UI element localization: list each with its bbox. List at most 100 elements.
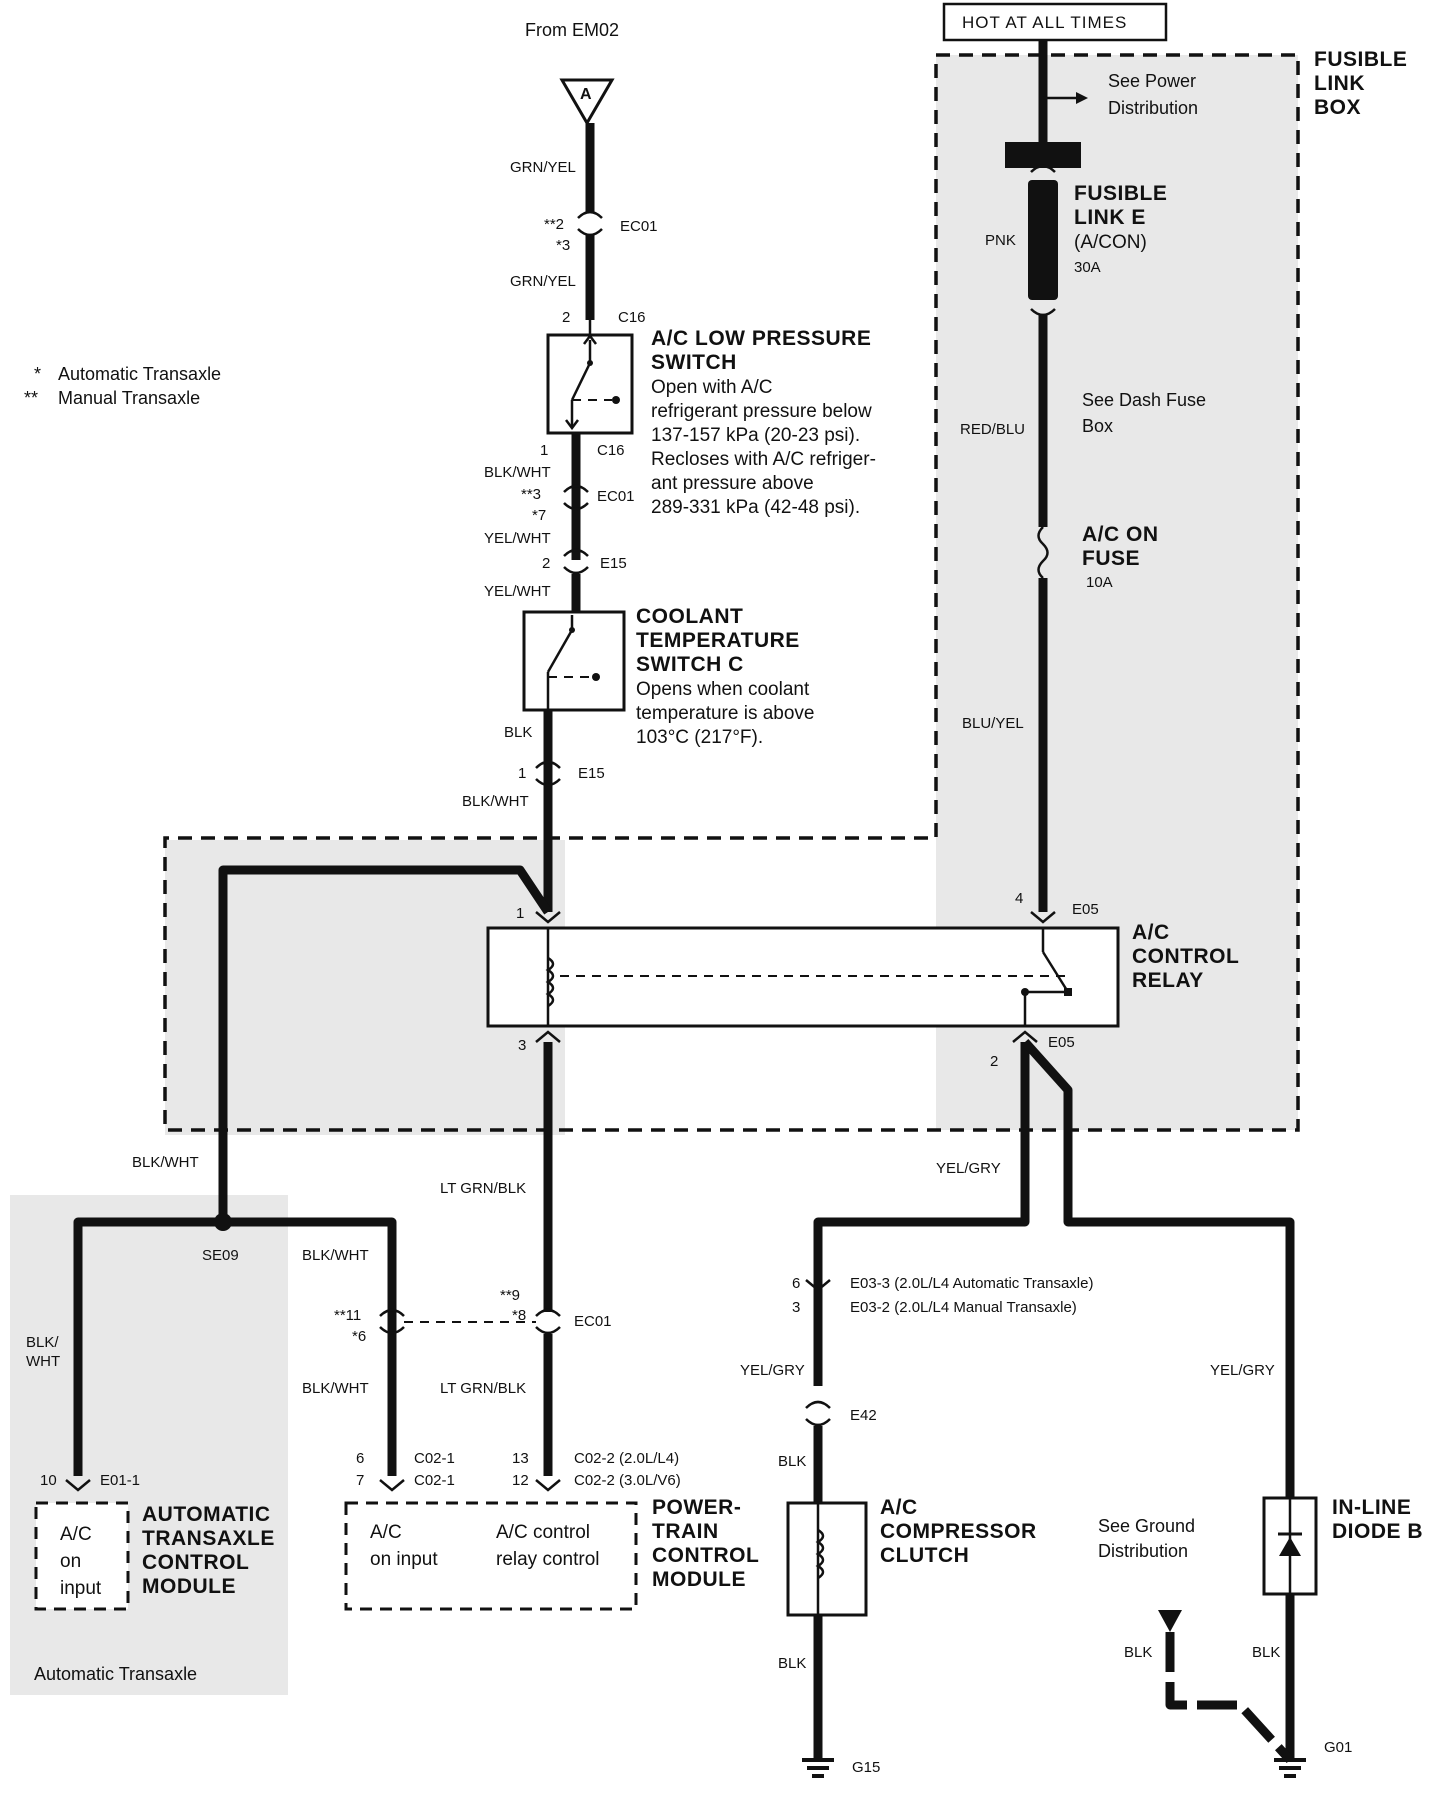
ground-g15-symbol	[802, 1758, 834, 1778]
see-ground-2: Distribution	[1098, 1541, 1188, 1561]
wire-grnyel-a-label: GRN/YEL	[510, 159, 576, 176]
e15-top-label: E15	[600, 555, 627, 572]
atcm-box	[34, 1501, 130, 1611]
lp-arrow-down	[565, 419, 579, 431]
fusible-link-box-3: BOX	[1314, 96, 1361, 119]
pcm-conn-right-1: C02-2 (2.0L/L4)	[574, 1450, 679, 1467]
ground-g01-label: G01	[1324, 1739, 1352, 1756]
fusible-link-block	[1005, 142, 1081, 168]
low-pressure-desc-4: Recloses with A/C refriger-	[651, 449, 876, 470]
wire-yelgry-right-label: YEL/GRY	[1210, 1362, 1275, 1379]
wire-blk-d-label: BLK	[1252, 1644, 1280, 1661]
relay-name-2: CONTROL	[1132, 945, 1239, 968]
pcm-box-right-2: relay control	[496, 1549, 600, 1570]
fusible-link-box-2: LINK	[1314, 72, 1365, 95]
ac-on-fuse-name-1: A/C ON	[1082, 523, 1159, 546]
atcm-conn: E01-1	[100, 1472, 140, 1489]
see-dash-fuse-1: See Dash Fuse	[1082, 390, 1206, 410]
pcm-name-1: POWER-	[652, 1496, 741, 1519]
atcm-box-text-2: on	[60, 1551, 81, 1572]
wire-blkwht-g-label: BLK/WHT	[462, 793, 529, 810]
relay-pin1-mark	[535, 911, 561, 924]
compressor-name-2: COMPRESSOR	[880, 1520, 1037, 1543]
coolant-name-2: TEMPERATURE	[636, 629, 800, 652]
relay-e05-top: E05	[1072, 901, 1099, 918]
see-ground-1: See Ground	[1098, 1516, 1195, 1536]
lp-arrow-up	[583, 333, 597, 345]
wire-se09-right-label: BLK/WHT	[302, 1247, 369, 1264]
ec01-d-pin-2: *8	[512, 1307, 526, 1324]
wire-yelgry-to-diode	[1021, 1038, 1295, 1498]
wire-ltgrnblk-label: LT GRN/BLK	[440, 1180, 526, 1197]
pcm-name-3: CONTROL	[652, 1544, 759, 1567]
atcm-box-text-1: A/C	[60, 1524, 92, 1545]
hot-at-all-times-label: HOT AT ALL TIMES	[962, 13, 1127, 32]
ac-on-fuse-name-2: FUSE	[1082, 547, 1140, 570]
ec01-d-label: EC01	[574, 1313, 612, 1330]
e15-bot-pin: 1	[518, 765, 526, 782]
connector-a-triangle	[559, 78, 615, 126]
wire-redblu-label: RED/BLU	[960, 421, 1025, 438]
wire-blkwht-riser-label: BLK/WHT	[132, 1154, 199, 1171]
wire-blk-f-label: BLK	[504, 724, 532, 741]
pcm-pin-right-mark	[535, 1479, 561, 1492]
ec01-a-pin-2: *3	[556, 237, 570, 254]
atcm-box-text-3: input	[60, 1578, 102, 1599]
wire-atcm-label-1: BLK/	[26, 1334, 59, 1351]
ec01-a-label: EC01	[620, 218, 658, 235]
pcm-box	[344, 1501, 638, 1611]
wire-yelgry-top-label: YEL/GRY	[936, 1160, 1001, 1177]
ground-g01-symbol	[1274, 1758, 1306, 1778]
ec01-b-pin-1: **3	[521, 486, 541, 503]
ec01-c-bottom	[379, 1326, 405, 1335]
ground-g15-label: G15	[852, 1759, 880, 1776]
power-dist-arrow	[1076, 92, 1088, 104]
relay-pin-2: 2	[990, 1053, 998, 1070]
ec01-b-pin-2: *7	[532, 507, 546, 524]
ec01-d-pin-1: **9	[500, 1287, 520, 1304]
compressor-name-1: A/C	[880, 1496, 918, 1519]
relay-name-1: A/C	[1132, 921, 1170, 944]
pcm-conn-right-2: C02-2 (3.0L/V6)	[574, 1472, 681, 1489]
pcm-conn-left-1: C02-1	[414, 1450, 455, 1467]
wire-bluyel-label: BLU/YEL	[962, 715, 1024, 732]
atcm-name-2: TRANSAXLE	[142, 1527, 275, 1550]
ec01-connector-a-bottom	[577, 228, 603, 237]
ac-on-fuse-symbol	[1037, 526, 1049, 579]
relay-switch-blade	[1041, 951, 1070, 993]
compressor-coil-symbol	[815, 1528, 825, 1580]
coolant-desc-2: temperature is above	[636, 703, 815, 724]
ec01-c-top	[379, 1308, 405, 1317]
low-pressure-desc-5: ant pressure above	[651, 473, 814, 494]
e42-label: E42	[850, 1407, 877, 1424]
ec01-b-label: EC01	[597, 488, 635, 505]
fusible-link-cap-top	[1030, 164, 1056, 173]
compressor-name-3: CLUTCH	[880, 1544, 969, 1567]
fusible-link-name-2: LINK E	[1074, 206, 1146, 229]
low-pressure-desc-6: 289-331 kPa (42-48 psi).	[651, 497, 860, 518]
e15-bot-label: E15	[578, 765, 605, 782]
ec01-d-bottom	[535, 1326, 561, 1335]
low-pressure-desc-2: refrigerant pressure below	[651, 401, 872, 422]
pcm-box-left-2: on input	[370, 1549, 438, 1570]
relay-pin2-mark	[1012, 1030, 1038, 1043]
legend-manual-mark: **	[24, 388, 38, 408]
lp-switch-blade	[570, 362, 592, 401]
fusible-link-rating: 30A	[1074, 259, 1101, 276]
relay-e05-bot: E05	[1048, 1034, 1075, 1051]
pcm-pin-left-2: 7	[356, 1472, 364, 1489]
wire-blk-c	[1165, 1632, 1294, 1764]
see-power-2: Distribution	[1108, 98, 1198, 118]
atcm-name-1: AUTOMATIC	[142, 1503, 271, 1526]
diode-name-1: IN-LINE	[1332, 1496, 1411, 1519]
diode-name-2: DIODE B	[1332, 1520, 1423, 1543]
atcm-pin: 10	[40, 1472, 57, 1489]
wire-yelwht-d-label: YEL/WHT	[484, 530, 551, 547]
legend-auto-text: Automatic Transaxle	[58, 364, 221, 384]
pcm-pin-right-2: 12	[512, 1472, 529, 1489]
wire-pcm-right-label: LT GRN/BLK	[440, 1380, 526, 1397]
relay-pin-1: 1	[516, 905, 524, 922]
ec01-connector-b-bottom	[563, 502, 589, 511]
ec01-c-pin-2: *6	[352, 1328, 366, 1345]
